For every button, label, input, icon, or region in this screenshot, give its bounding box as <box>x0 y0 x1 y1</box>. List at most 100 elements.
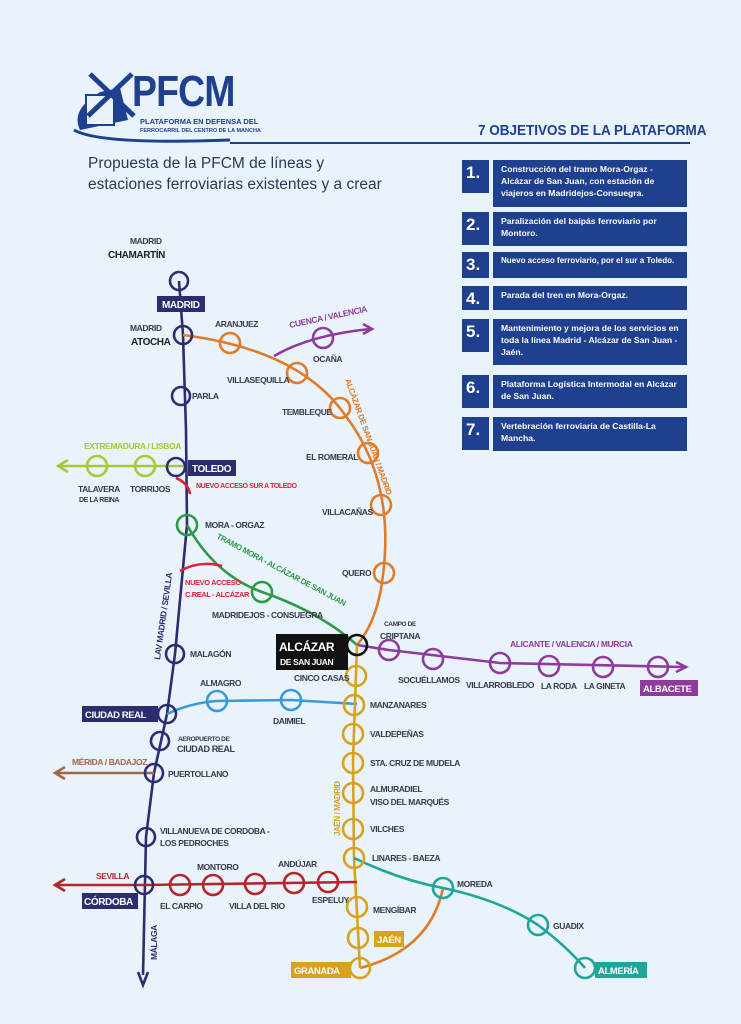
proposal-title: Propuesta de la PFCM de líneas y estacio… <box>88 155 382 193</box>
label-malaga: MÁLAGA <box>149 925 159 960</box>
label-valdepenas: VALDEPEÑAS <box>370 729 424 739</box>
label-jaen-line: JAÉN / MADRID <box>333 781 342 836</box>
label-quero: QUERO <box>342 568 372 578</box>
label-extremadura: EXTREMADURA / LISBOA <box>84 441 181 451</box>
label-el-romeral: EL ROMERAL <box>306 452 358 462</box>
label-orange-line: ALCÁZAR DE SAN JUAN / MADRID <box>343 378 394 497</box>
label-alicante: ALICANTE / VALENCIA / MURCIA <box>510 639 633 649</box>
stations-navy <box>133 270 194 896</box>
objective-text: Vertebración ferroviaria de Castilla-La … <box>493 417 687 451</box>
label-albacete: ALBACETE <box>643 684 692 695</box>
label-parla: PARLA <box>192 391 219 401</box>
label-la-gineta: LA GINETA <box>584 681 626 691</box>
label-espeluy: ESPELUY <box>312 895 350 905</box>
label-aranjuez: ARANJUEZ <box>215 319 258 329</box>
objective-2: 2.Paralización del baipás ferroviario po… <box>462 212 687 246</box>
label-cinco-casas: CINCO CASAS <box>294 673 350 683</box>
label-manzanares: MANZANARES <box>370 700 427 710</box>
line-cuenca <box>273 327 371 358</box>
label-ciudad-real: CIUDAD REAL <box>85 710 147 721</box>
line-lav-madrid-sevilla <box>141 280 189 976</box>
label-almuradiel-1: ALMURADIEL <box>370 784 422 794</box>
label-chamartin: CHAMARTÍN <box>108 248 165 261</box>
brand-subtitle-2: FERROCARRIL DEL CENTRO DE LA MANCHA <box>140 128 261 134</box>
stations-darkred <box>168 870 340 897</box>
label-toledo: TOLEDO <box>192 464 232 475</box>
label-cordoba: CÓRDOBA <box>84 895 133 908</box>
objective-number: 6. <box>462 375 489 408</box>
line-nuevo-toledo <box>175 476 192 495</box>
label-torrijos: TORRIJOS <box>130 484 171 494</box>
objective-5: 5.Mantenimiento y mejora de los servicio… <box>462 319 687 365</box>
line-orange <box>182 333 387 646</box>
label-la-roda: LA RODA <box>541 681 577 691</box>
label-andujar: ANDÚJAR <box>278 858 317 869</box>
label-campo-2: CRIPTANA <box>380 631 420 641</box>
line-extremadura <box>55 458 185 474</box>
label-puertollano: PUERTOLLANO <box>168 769 229 779</box>
objective-number: 1. <box>462 160 489 193</box>
label-nuevo-creal-2: C.REAL - ALCÁZAR <box>185 590 250 599</box>
objective-7: 7.Vertebración ferroviaria de Castilla-L… <box>462 417 687 451</box>
windmill-logo-icon <box>73 72 231 143</box>
stations-orange <box>218 331 396 585</box>
line-sevilla <box>52 877 358 893</box>
label-socuellamos: SOCUÉLLAMOS <box>398 675 460 685</box>
label-madridejos: MADRIDEJOS - CONSUEGRA <box>212 610 323 620</box>
stations-lime <box>85 454 157 478</box>
label-villanueva-1: VILLANUEVA DE CORDOBA - <box>160 826 270 836</box>
label-moreda: MOREDA <box>457 879 493 889</box>
cordoba-label-box <box>82 893 138 909</box>
line-almeria <box>353 856 586 969</box>
objective-3: 3.Nuevo acceso ferroviario, por el sur a… <box>462 252 687 278</box>
label-merida: MÉRIDA / BADAJOZ <box>72 757 147 767</box>
objective-text: Mantenimiento y mejora de los servicios … <box>493 319 687 365</box>
label-madrid: MADRID <box>130 236 162 246</box>
label-mora: MORA - ORGAZ <box>205 520 264 530</box>
label-atocha: ATOCHA <box>131 337 171 348</box>
stations-blue <box>205 688 303 713</box>
divider <box>230 142 690 144</box>
label-linares: LINARES - BAEZA <box>372 853 440 863</box>
label-talavera-2: DE LA REINA <box>79 497 119 504</box>
brand-logo-text: PFCM <box>132 67 235 116</box>
label-nuevo-creal-1: NUEVO ACCESO <box>185 578 241 587</box>
label-campo-1: CAMPO DE <box>384 621 417 628</box>
line-merida <box>52 765 154 781</box>
label-madrid-box: MADRID <box>162 300 200 311</box>
label-guadix: GUADIX <box>553 921 584 931</box>
objective-6: 6.Plataforma Logística Intermodal en Alc… <box>462 375 687 408</box>
line-tramo-mora <box>185 524 358 646</box>
label-ocana: OCAÑA <box>313 354 342 364</box>
label-granada: GRANADA <box>294 966 340 977</box>
objective-number: 7. <box>462 417 489 450</box>
objective-4: 4.Parada del tren en Mora-Orgaz. <box>462 286 687 310</box>
label-talavera: TALAVERA <box>78 484 120 494</box>
label-montoro: MONTORO <box>197 862 239 872</box>
jaen-label-box <box>374 931 404 947</box>
objective-text: Parada del tren en Mora-Orgaz. <box>493 286 687 310</box>
label-villacanas: VILLACAÑAS <box>322 507 374 517</box>
granada-label-box <box>291 962 351 978</box>
stations-green <box>175 513 274 604</box>
label-almagro: ALMAGRO <box>200 678 242 688</box>
objective-number: 4. <box>462 286 489 310</box>
line-jaen <box>351 644 362 969</box>
objective-1: 1.Construcción del tramo Mora-Orgaz - Al… <box>462 160 687 207</box>
label-nuevo-toledo: NUEVO ACCESO SUR A TOLEDO <box>196 483 298 490</box>
label-vilches: VILCHES <box>370 824 405 834</box>
almeria-label-box <box>595 962 647 978</box>
ciudad-real-label-box <box>82 706 158 722</box>
line-orange-granada <box>359 887 445 970</box>
label-jaen: JAÉN <box>377 935 401 946</box>
label-sta-cruz: STA. CRUZ DE MUDELA <box>370 758 460 768</box>
objectives-title: 7 OBJETIVOS DE LA PLATAFORMA <box>478 122 707 139</box>
objective-number: 3. <box>462 252 489 278</box>
label-villarrobledo: VILLARROBLEDO <box>466 680 535 690</box>
brand-subtitle: PLATAFORMA EN DEFENSA DEL <box>140 117 259 126</box>
madrid-label-box <box>157 296 205 312</box>
albacete-label-box <box>640 680 698 696</box>
objective-number: 2. <box>462 212 489 245</box>
label-aeropuerto-1: AEROPUERTO DE <box>178 736 230 743</box>
